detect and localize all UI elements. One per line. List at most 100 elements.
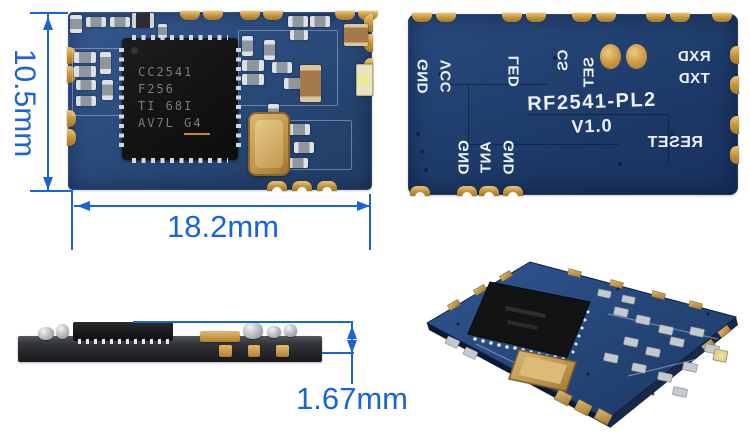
- castellated-pad: [572, 13, 592, 22]
- arrowhead-down: [347, 340, 357, 356]
- pin-label-gnd-top: GND: [414, 59, 432, 94]
- castellated-pad: [479, 186, 499, 198]
- vias: [456, 287, 710, 396]
- dimension-line-height: [47, 14, 49, 190]
- pin-label-rxd: RXD: [677, 48, 711, 65]
- smd-component: [70, 15, 82, 33]
- side-view-component: [243, 322, 263, 339]
- chip-pins: [132, 158, 228, 163]
- castellated-pad: [596, 13, 616, 22]
- side-view-component: [56, 324, 69, 339]
- via: [416, 132, 420, 136]
- castellated-pad: [502, 13, 522, 22]
- smd-component: [76, 80, 96, 90]
- pin-label-reset: RESET: [647, 134, 703, 151]
- castellated-pads: [446, 268, 732, 426]
- chip-marking-hint: [505, 306, 546, 318]
- castellated-pad: [730, 46, 739, 64]
- side-view-chip-pins: [78, 339, 170, 344]
- castellated-pad: [317, 181, 337, 193]
- smd-component: [242, 36, 253, 56]
- extension-line-top: [30, 12, 68, 14]
- dimension-thickness-label: 1.67mm: [296, 381, 408, 416]
- led-component: [356, 64, 373, 96]
- via: [646, 94, 650, 98]
- round-test-pad: [600, 44, 621, 69]
- chip-pins: [236, 48, 241, 150]
- castellated-pad: [203, 11, 223, 20]
- smd-component: [300, 65, 321, 102]
- smd-component: [288, 16, 308, 27]
- trace: [468, 84, 619, 145]
- dimension-height-label: 10.5mm: [8, 48, 41, 158]
- via: [420, 150, 424, 154]
- arrowhead-up: [347, 323, 357, 339]
- extension-line-right: [369, 194, 371, 250]
- chip-marking-line4: AV7L G4: [138, 116, 203, 130]
- pin-label-gnd-bottom1: GND: [455, 140, 473, 175]
- side-view-pad: [219, 345, 232, 357]
- dimension-line-width: [74, 205, 370, 207]
- castellated-pad: [712, 13, 732, 22]
- via: [618, 162, 622, 166]
- chip-marking-line1: CC2541: [138, 65, 194, 79]
- castellated-pad: [180, 11, 200, 20]
- via: [503, 162, 507, 166]
- qfn-chip: [467, 281, 591, 358]
- round-test-pad: [626, 44, 647, 69]
- castellated-pad: [436, 13, 456, 22]
- crystal-face: [519, 356, 567, 384]
- castellated-pad: [730, 76, 739, 94]
- smd-component: [272, 62, 292, 73]
- smd-component: [288, 124, 310, 135]
- smd-component: [132, 13, 154, 28]
- pin1-dot: [131, 47, 138, 54]
- perspective-view-photo: [425, 261, 738, 428]
- side-view-pad: [248, 345, 260, 357]
- dimension-line-thickness: [351, 322, 353, 384]
- smd-component: [284, 78, 304, 89]
- side-view-chip: [73, 322, 173, 341]
- castellated-pad: [67, 47, 76, 64]
- castellated-pad: [335, 11, 355, 20]
- castellated-pad: [364, 14, 373, 32]
- via: [553, 56, 557, 60]
- smd-component: [264, 40, 275, 60]
- qfn-chip: CC2541 F256 TI 68I AV7L G4: [119, 35, 241, 163]
- pcb-bottom-view: [408, 13, 739, 198]
- castellated-pad: [730, 146, 739, 164]
- side-view-pad: [276, 345, 289, 357]
- side-view-component: [267, 326, 281, 338]
- pin-label-cs: CS: [554, 49, 572, 72]
- castellated-pad: [67, 129, 76, 146]
- smd-component: [102, 80, 113, 100]
- castellated-pad: [410, 186, 430, 198]
- chip-pins: [119, 48, 124, 150]
- smd-component: [294, 142, 314, 153]
- arrowhead-right: [357, 201, 373, 211]
- castellated-pad: [526, 13, 546, 22]
- extension-line-bottom: [30, 190, 72, 192]
- chip-pins: [132, 35, 228, 40]
- castellated-pad: [646, 13, 666, 22]
- smd-component: [242, 60, 264, 71]
- side-view-component: [284, 324, 297, 337]
- smd-component: [344, 24, 368, 46]
- extension-line-left: [71, 190, 73, 250]
- castellated-pad: [730, 116, 739, 134]
- via: [438, 72, 442, 76]
- pin-label-vcc: VCC: [437, 59, 455, 94]
- via: [670, 132, 674, 136]
- board-top-face: [425, 261, 738, 421]
- dimension-width-label: 18.2mm: [167, 209, 279, 244]
- side-view-component: [38, 327, 54, 340]
- led-dot: [718, 353, 724, 359]
- side-view-crystal: [200, 331, 240, 342]
- trace: [528, 114, 669, 165]
- chip-marking-line2: F256: [138, 82, 175, 96]
- arrowhead-up: [43, 14, 53, 30]
- crystal-face: [255, 120, 283, 168]
- extension-line-component-top: [133, 321, 353, 323]
- pin-label-txd: TXD: [678, 70, 710, 87]
